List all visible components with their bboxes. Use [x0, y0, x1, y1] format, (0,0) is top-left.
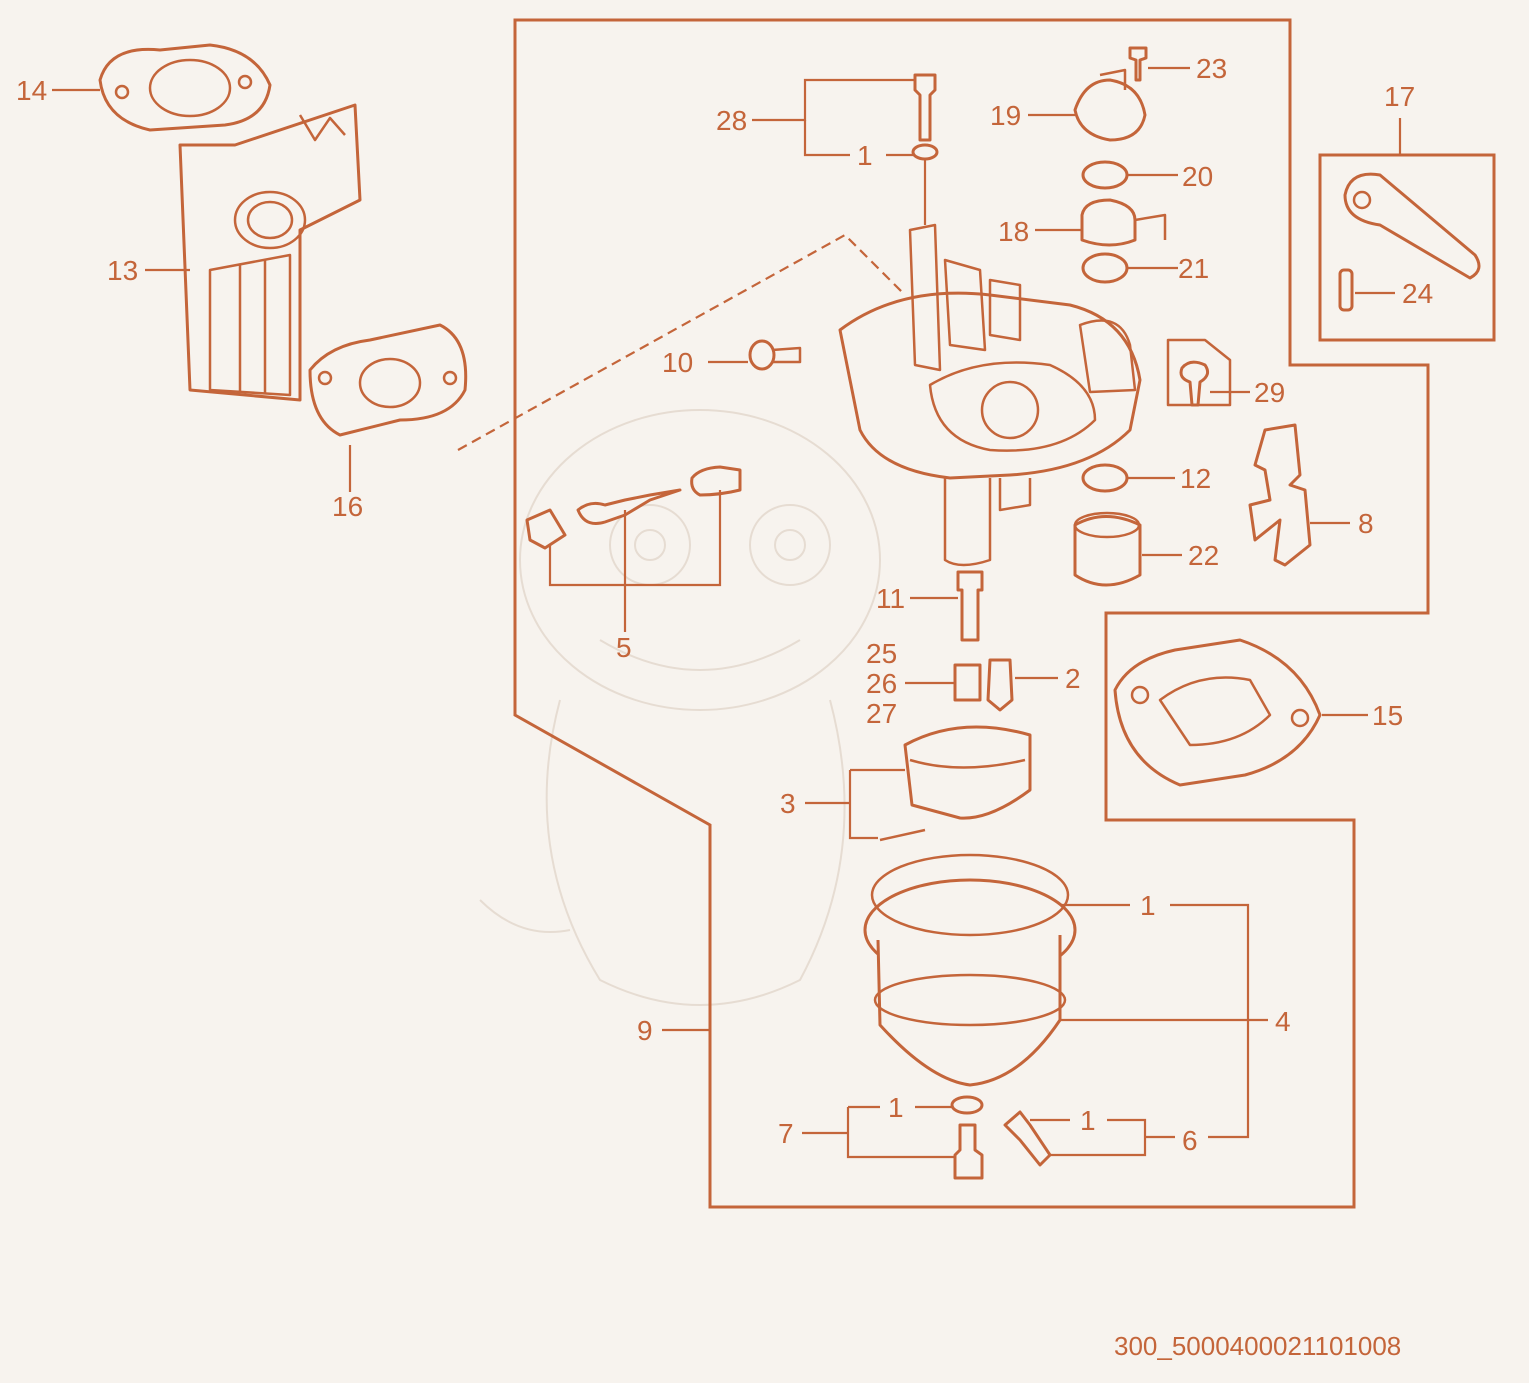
part-29-screw — [1166, 338, 1232, 407]
callout-16: 16 — [332, 491, 363, 522]
alignment-line — [457, 233, 906, 451]
callout-23: 23 — [1196, 53, 1227, 84]
watermark-mascot — [479, 409, 881, 1006]
callout-20: 20 — [1182, 161, 1213, 192]
part-8-lever — [1248, 423, 1312, 567]
callout-5: 5 — [616, 632, 632, 663]
callout-13: 13 — [107, 255, 138, 286]
part-24-pin — [1338, 268, 1354, 312]
callout-4: 4 — [1275, 1006, 1291, 1037]
callout-17: 17 — [1384, 81, 1415, 112]
part-5-screw-set — [525, 465, 742, 550]
callout-25: 25 — [866, 638, 897, 669]
callout-22: 22 — [1188, 540, 1219, 571]
callout-10: 10 — [662, 347, 693, 378]
part-19-choke — [1073, 68, 1147, 142]
callout-3: 3 — [780, 788, 796, 819]
part-13-bracket — [178, 103, 362, 402]
carburetor-body — [838, 223, 1142, 567]
callout-27: 27 — [866, 698, 897, 729]
leader-lines — [52, 66, 1402, 1159]
callout-1-bowl: 1 — [1140, 890, 1156, 921]
callout-12: 12 — [1180, 463, 1211, 494]
callout-21: 21 — [1178, 253, 1209, 284]
callout-9: 9 — [637, 1015, 653, 1046]
part-18-shaft — [1080, 198, 1167, 247]
callout-14: 14 — [16, 75, 47, 106]
diagram-code: 300_5000400021101008 — [1114, 1331, 1401, 1361]
part-17-lever — [1343, 172, 1481, 280]
callout-15: 15 — [1372, 700, 1403, 731]
part-11-tube — [956, 570, 984, 642]
group-box-carburetor — [513, 18, 1430, 1209]
part-7-bolt — [950, 1095, 984, 1180]
part-20-washer — [1081, 160, 1129, 190]
callout-7: 7 — [778, 1118, 794, 1149]
part-12-oring — [1081, 463, 1129, 493]
callout-29: 29 — [1254, 377, 1285, 408]
group-box-choke-lever — [1318, 153, 1496, 342]
callout-24: 24 — [1402, 278, 1433, 309]
part-14-gasket — [98, 43, 272, 132]
callout-1-top: 1 — [857, 140, 873, 171]
callout-1-drain-left: 1 — [888, 1092, 904, 1123]
callout-2: 2 — [1065, 663, 1081, 694]
part-2-needle — [986, 658, 1014, 712]
callout-6: 6 — [1182, 1125, 1198, 1156]
part-28-screw — [911, 73, 939, 225]
part-4-bowl — [863, 853, 1077, 1087]
part-23-screw — [1128, 46, 1148, 82]
part-21-seal — [1081, 252, 1129, 284]
callout-28: 28 — [716, 105, 747, 136]
callout-8: 8 — [1358, 508, 1374, 539]
callout-19: 19 — [990, 100, 1021, 131]
callout-11: 11 — [876, 583, 905, 614]
part-10-screw — [748, 339, 802, 371]
part-22-filter — [1073, 511, 1142, 587]
callout-1-drain-right: 1 — [1080, 1105, 1096, 1136]
callout-18: 18 — [998, 216, 1029, 247]
part-25-27-jets — [953, 663, 982, 702]
part-16-gasket — [308, 323, 468, 437]
part-15-gasket — [1113, 638, 1322, 787]
part-3-float — [879, 725, 1032, 842]
callout-26: 26 — [866, 668, 897, 699]
